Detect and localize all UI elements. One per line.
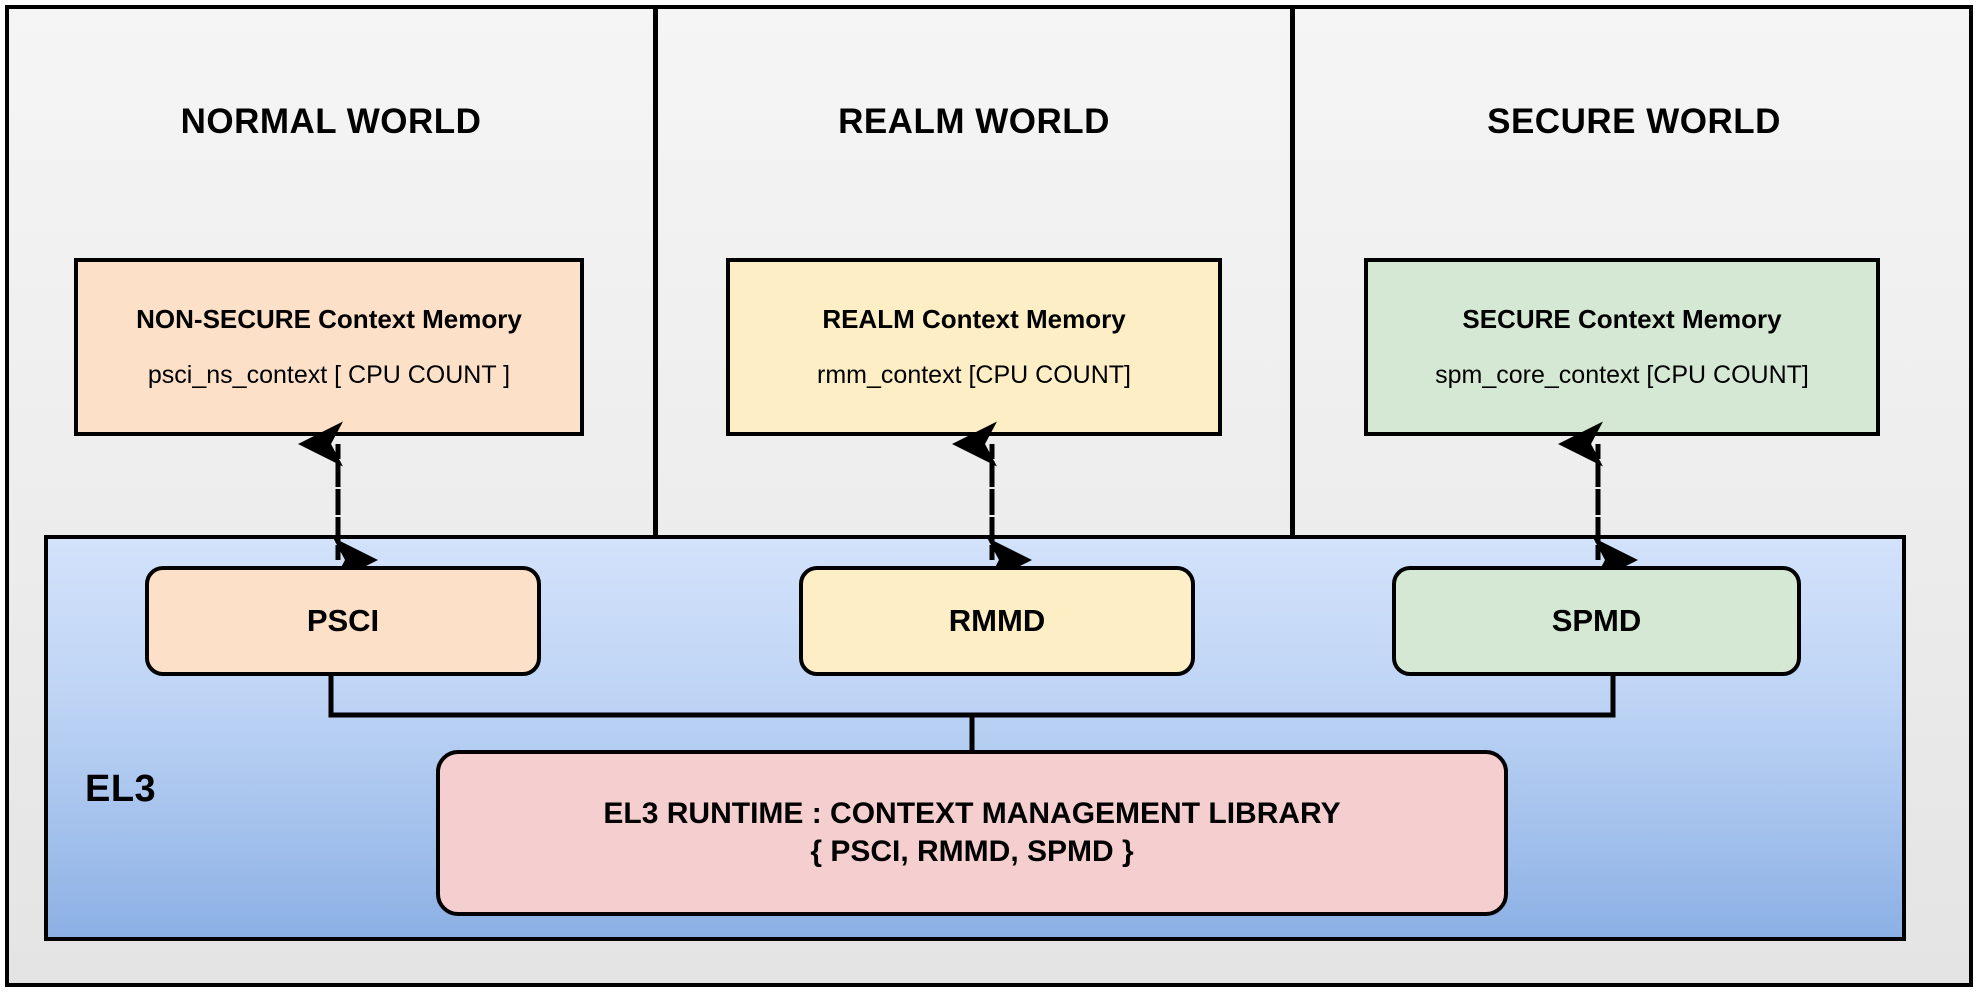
el3-runtime-library-box[interactable]: EL3 RUNTIME : CONTEXT MANAGEMENT LIBRARY… [436,750,1508,916]
el3-label: EL3 [85,768,157,810]
dispatcher-box-rmmd[interactable]: RMMD [799,566,1195,676]
context-memory-box-secure[interactable]: SECURE Context Memory spm_core_context [… [1364,258,1880,436]
context-memory-title-non-secure: NON-SECURE Context Memory [136,304,522,334]
world-title-normal: NORMAL WORLD [180,102,482,141]
world-title-realm: REALM WORLD [838,102,1110,141]
context-memory-title-realm: REALM Context Memory [822,304,1126,334]
context-memory-subtitle-realm: rmm_context [CPU COUNT] [817,361,1131,389]
world-title-secure: SECURE WORLD [1487,102,1781,141]
context-memory-title-secure: SECURE Context Memory [1462,304,1782,334]
el3-runtime-library-line1: EL3 RUNTIME : CONTEXT MANAGEMENT LIBRARY [603,796,1341,830]
context-memory-box-non-secure[interactable]: NON-SECURE Context Memory psci_ns_contex… [74,258,584,436]
dispatcher-box-spmd[interactable]: SPMD [1392,566,1801,676]
world-divider-realm-secure [1290,9,1295,536]
el3-runtime-library-line2: { PSCI, RMMD, SPMD } [810,835,1134,868]
context-memory-box-realm[interactable]: REALM Context Memory rmm_context [CPU CO… [726,258,1222,436]
dispatcher-box-psci[interactable]: PSCI [145,566,541,676]
context-memory-subtitle-secure: spm_core_context [CPU COUNT] [1435,361,1809,389]
world-divider-normal-realm [653,9,658,536]
context-memory-subtitle-non-secure: psci_ns_context [ CPU COUNT ] [147,361,511,389]
